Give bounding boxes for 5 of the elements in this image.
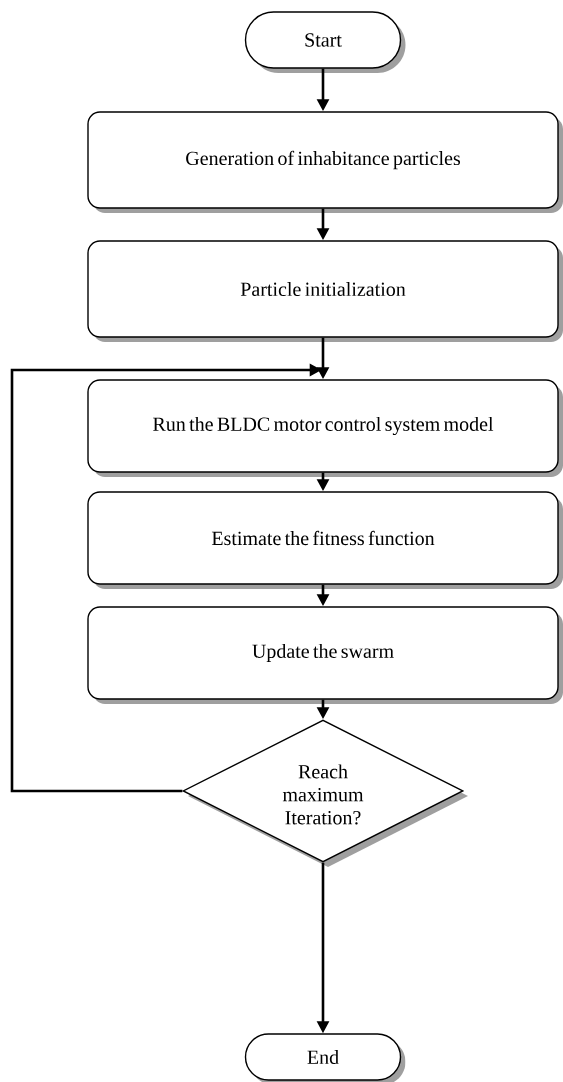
process-box: Generation of inhabitance particles xyxy=(87,111,563,213)
process-box: Run the BLDC motor control system model xyxy=(87,379,563,477)
process-box: Update the swarm xyxy=(87,606,563,704)
process-box: Particle initialization xyxy=(87,240,563,342)
process-box: Estimate the fitness function xyxy=(87,491,563,589)
